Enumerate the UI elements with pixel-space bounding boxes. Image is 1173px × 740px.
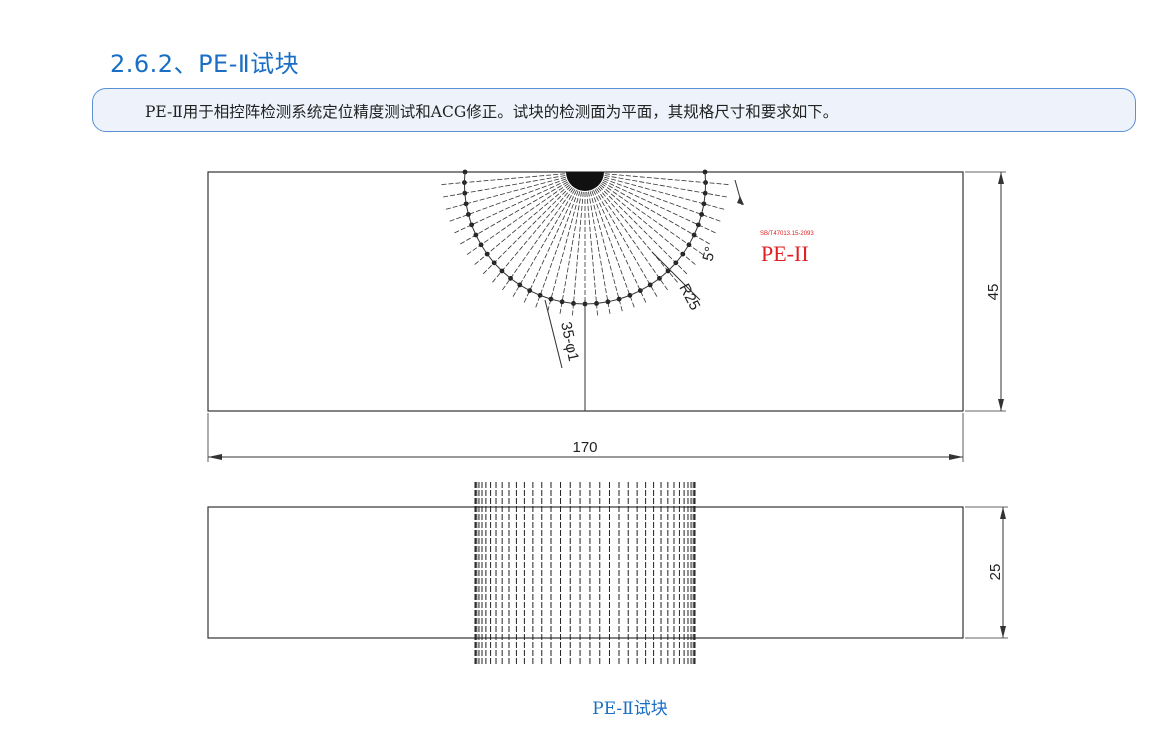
intro-box: PE-Ⅱ用于相控阵检测系统定位精度测试和ACG修正。试块的检测面为平面，其规格尺… xyxy=(92,88,1136,132)
hole-line xyxy=(440,173,566,186)
angle-arrow xyxy=(737,196,744,205)
width-label-170: 170 xyxy=(572,439,597,456)
section-heading: 2.6.2、PE-Ⅱ试块 xyxy=(110,50,300,78)
hole-line xyxy=(501,188,574,292)
hole-arc xyxy=(463,171,707,305)
intro-text: PE-Ⅱ用于相控阵检测系统定位精度测试和ACG修正。试块的检测面为平面，其规格尺… xyxy=(145,103,839,121)
height-arrow-top xyxy=(998,172,1004,184)
side-hole-lines xyxy=(474,482,696,666)
width-arrow-right xyxy=(949,454,963,460)
hole-line xyxy=(604,173,730,186)
holes-leader xyxy=(544,299,563,369)
side-height-label-25: 25 xyxy=(987,564,1004,581)
radius-label: R25 xyxy=(675,281,703,313)
hole-line xyxy=(571,191,584,317)
standard-label: SB/T47013.15-2093 xyxy=(760,231,814,237)
angle-label: 5° xyxy=(699,245,719,263)
height-arrow-bottom xyxy=(998,399,1004,411)
side-arrow-top xyxy=(1000,507,1006,519)
side-view-outline xyxy=(207,506,964,639)
hole-line xyxy=(596,188,669,292)
height-label-45: 45 xyxy=(985,284,1002,301)
hole-line xyxy=(586,191,599,317)
width-arrow-left xyxy=(208,454,222,460)
block-name: PE-II xyxy=(761,241,809,266)
hole-fan xyxy=(440,169,730,317)
radius-leader xyxy=(651,251,701,301)
holes-label: 35-φ1 xyxy=(557,320,582,362)
center-semicircle xyxy=(566,172,604,191)
figure-caption: PE-Ⅱ试块 xyxy=(592,699,668,719)
side-arrow-bottom xyxy=(1000,626,1006,638)
